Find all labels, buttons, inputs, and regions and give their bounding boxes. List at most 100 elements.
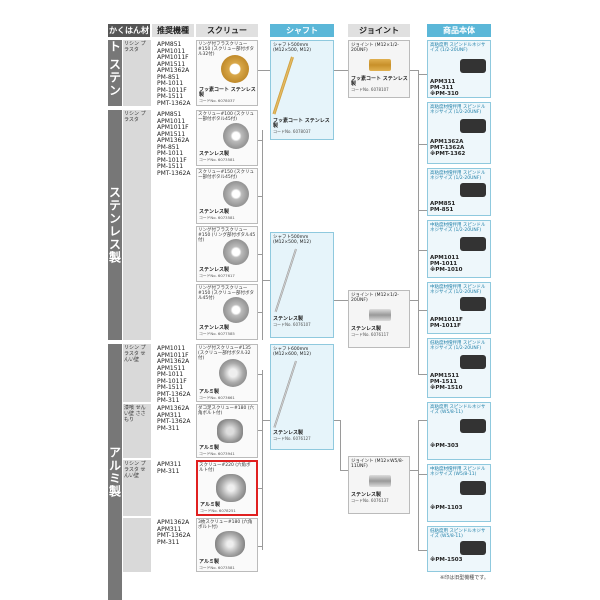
- screw-code: コードNo. 6078037: [199, 98, 235, 103]
- product-desc: 低粘度材撹拌用 スピンドルネジサイズ (1/2-20UNF): [430, 341, 486, 351]
- screw-mat: ステンレス製: [199, 267, 230, 273]
- connector-line: [418, 420, 419, 550]
- shaft-stainless-600[interactable]: シャフト600mm (M12×600, M12) ステンレス製 コードNo. 6…: [270, 344, 334, 450]
- footnote: ※印は旧型機種です。: [440, 575, 489, 581]
- steel-joint-icon: [369, 475, 391, 487]
- screw-code: コードNo. 6078251: [200, 508, 236, 513]
- connector-line: [418, 74, 427, 75]
- product-7[interactable]: 高粘度用 スピンドルネジサイズ (W5/8-11) ※PM-303: [427, 402, 491, 460]
- header-joint: ジョイント: [348, 24, 410, 37]
- screw-code: コードNo. 6073941: [199, 451, 235, 456]
- connector-line: [258, 312, 262, 313]
- product-models: APM1511 PM-1511 ※PM-1510: [430, 373, 463, 391]
- product-models: ※PM-303: [430, 443, 459, 449]
- steel-shaft-icon: [273, 360, 297, 428]
- screw-stainless-4[interactable]: リング付フラスクリュー#150 (スクリュー部付ボタル45付) ステンレス製 コ…: [196, 284, 258, 340]
- connector-line: [334, 300, 348, 301]
- screw-alumi-2[interactable]: ダコ足スクリュー#180 (六角ボルト付) アルミ製 コードNo. 607394…: [196, 404, 258, 458]
- screw-stainless-2[interactable]: スクリュー#150 (スクリュー部付ボタル45付) ステンレス製 コードNo. …: [196, 168, 258, 224]
- joint-fluoro[interactable]: ジョイント (M12×1/2-20UNF) フッ素コート ステンレス製 コードN…: [348, 40, 410, 98]
- screw-title: リング付スクリュー#135 (スクリュー部付ボタル32付): [198, 346, 251, 361]
- screw-fluoro[interactable]: リング付フラスクリュー#150 (スクリュー部付ボタル32付) フッ素コート ス…: [196, 40, 258, 106]
- product-desc: 高粘度用 スピンドルネジサイズ (W5/8-11): [430, 405, 486, 415]
- product-desc: 高粘度材撹拌用 スピンドルネジサイズ (1/2-20UNF): [430, 105, 486, 115]
- band-alumi: アルミ製: [108, 344, 122, 600]
- alumi-screw-icon: [215, 531, 245, 557]
- product-4[interactable]: 中粘度材撹拌用 スピンドルネジサイズ (1/2-20UNF) APM1011 P…: [427, 220, 491, 278]
- screw-title: ダコ足スクリュー#180 (六角ボルト付): [198, 406, 255, 416]
- screw-mat: アルミ製: [200, 502, 220, 508]
- machines-alumi-3: APM311 PM-311: [157, 461, 182, 475]
- gold-screw-icon: [221, 55, 249, 83]
- product-8[interactable]: 中粘度材撹拌用 スピンドルネジサイズ (W5/8-11) ※PM-1103: [427, 464, 491, 522]
- screw-alumi-3[interactable]: スクリュー#220 (六角ボルト付) アルミ製 コードNo. 6078251: [196, 460, 258, 516]
- product-3[interactable]: 高粘度材撹拌用 スピンドルネジサイズ (1/2-20UNF) APM851 PM…: [427, 168, 491, 216]
- joint-code: コードNo. 6076137: [351, 498, 389, 503]
- screw-code: コードNo. 6077585: [199, 331, 235, 336]
- product-6[interactable]: 低粘度材撹拌用 スピンドルネジサイズ (1/2-20UNF) APM1511 P…: [427, 338, 491, 398]
- mixer-icon: [460, 183, 486, 197]
- connector-line: [258, 140, 262, 141]
- shaft-code: コードNo. 6078037: [273, 129, 311, 134]
- screw-stainless-3[interactable]: リング付フラスクリュー#150 (リング部付ボタル45付) ステンレス製 コード…: [196, 226, 258, 282]
- connector-line: [410, 470, 418, 471]
- connector-line: [418, 250, 427, 251]
- product-1[interactable]: 高粘度用 スピンドルネジサイズ (1/2-20UNF) APM311 PM-31…: [427, 40, 491, 98]
- steel-joint-icon: [369, 309, 391, 321]
- machines-fluoro: APM851 APM1011 APM1011F APM1511 APM1362A…: [157, 41, 191, 107]
- product-desc: 中粘度材撹拌用 スピンドルネジサイズ (W5/8-11): [430, 467, 486, 477]
- product-models: APM1011F PM-1011F: [430, 317, 463, 329]
- screw-alumi-4[interactable]: 3枚スクリュー#180 (六角ボルト付) アルミ製 コードNo. 6073581: [196, 518, 258, 572]
- connector-line: [410, 300, 418, 301]
- screw-mat: ステンレス製: [199, 325, 230, 331]
- screw-code: コードNo. 6073581: [199, 565, 235, 570]
- connector-line: [418, 144, 419, 374]
- screw-alumi-1[interactable]: リング付スクリュー#135 (スクリュー部付ボタル32付) アルミ製 コードNo…: [196, 344, 258, 402]
- screw-mat: フッ素コート ステンレス製: [199, 87, 256, 98]
- steel-screw-icon: [223, 181, 249, 207]
- product-desc: 中粘度材撹拌用 スピンドルネジサイズ (1/2-20UNF): [430, 223, 486, 233]
- screw-mat: ステンレス製: [199, 151, 230, 157]
- joint-mat: ステンレス製: [351, 492, 382, 498]
- shaft-title: シャフト500mm (M12×500, M12): [273, 43, 311, 53]
- product-desc: 高粘度用 スピンドルネジサイズ (1/2-20UNF): [430, 43, 486, 53]
- screw-title: リング付フラスクリュー#150 (スクリュー部付ボタル32付): [198, 42, 255, 57]
- joint-title: ジョイント (M12×1/2-20UNF): [351, 293, 399, 303]
- product-5[interactable]: 中粘度材撹拌用 スピンドルネジサイズ (1/2-20UNF) APM1011F …: [427, 282, 491, 334]
- connector-line: [418, 70, 419, 144]
- shaft-fluoro[interactable]: シャフト500mm (M12×500, M12) フッ素コート ステンレス製 コ…: [270, 40, 334, 140]
- gold-shaft-icon: [272, 56, 294, 115]
- band-stainless: ステンレス製: [108, 110, 122, 340]
- material-alumi-4: [123, 518, 151, 572]
- product-2[interactable]: 高粘度材撹拌用 スピンドルネジサイズ (1/2-20UNF) APM1362A …: [427, 102, 491, 164]
- joint-mat: フッ素コート ステンレス製: [351, 76, 408, 87]
- connector-line: [258, 546, 262, 547]
- joint-title: ジョイント (M12×1/2-20UNF): [351, 43, 399, 53]
- joint-title: ジョイント (M12×W5/8-11UNF): [351, 459, 404, 469]
- screw-title: スクリュー#220 (六角ボルト付): [199, 463, 251, 473]
- screw-code: コードNo. 6073661: [199, 395, 235, 400]
- connector-line: [418, 550, 427, 551]
- joint-code: コードNo. 6076117: [351, 332, 389, 337]
- joint-stainless-2[interactable]: ジョイント (M12×W5/8-11UNF) ステンレス製 コードNo. 607…: [348, 456, 410, 514]
- screw-title: 3枚スクリュー#180 (六角ボルト付): [198, 520, 253, 530]
- connector-line: [334, 420, 340, 421]
- screw-stainless-1[interactable]: スクリュー#100 (スクリュー部付ボタル45付) ステンレス製 コードNo. …: [196, 110, 258, 166]
- shaft-stainless-500[interactable]: シャフト500mm (M12×500, M12) ステンレス製 コードNo. 6…: [270, 232, 334, 338]
- joint-stainless-1[interactable]: ジョイント (M12×1/2-20UNF) ステンレス製 コードNo. 6076…: [348, 290, 410, 348]
- material-alumi-1: リシン プラスタ せんい壁: [123, 344, 151, 402]
- mixer-icon: [460, 419, 486, 433]
- connector-line: [418, 420, 427, 421]
- steel-screw-icon: [223, 297, 249, 323]
- alumi-screw-icon: [219, 359, 247, 387]
- connector-line: [334, 70, 348, 71]
- product-9[interactable]: 低粘度用 スピンドルネジサイズ (W5/8-11) ※PM-1503: [427, 526, 491, 572]
- connector-line: [258, 374, 262, 375]
- alumi-screw-icon: [217, 419, 243, 443]
- connector-line: [262, 370, 263, 550]
- material-stainless: リシン プラスタ: [123, 110, 151, 340]
- machines-stainless: APM851 APM1011 APM1011F APM1511 APM1362A…: [157, 111, 191, 177]
- header-product: 商品本体: [427, 24, 491, 37]
- product-models: APM851 PM-851: [430, 201, 456, 213]
- connector-line: [418, 374, 427, 375]
